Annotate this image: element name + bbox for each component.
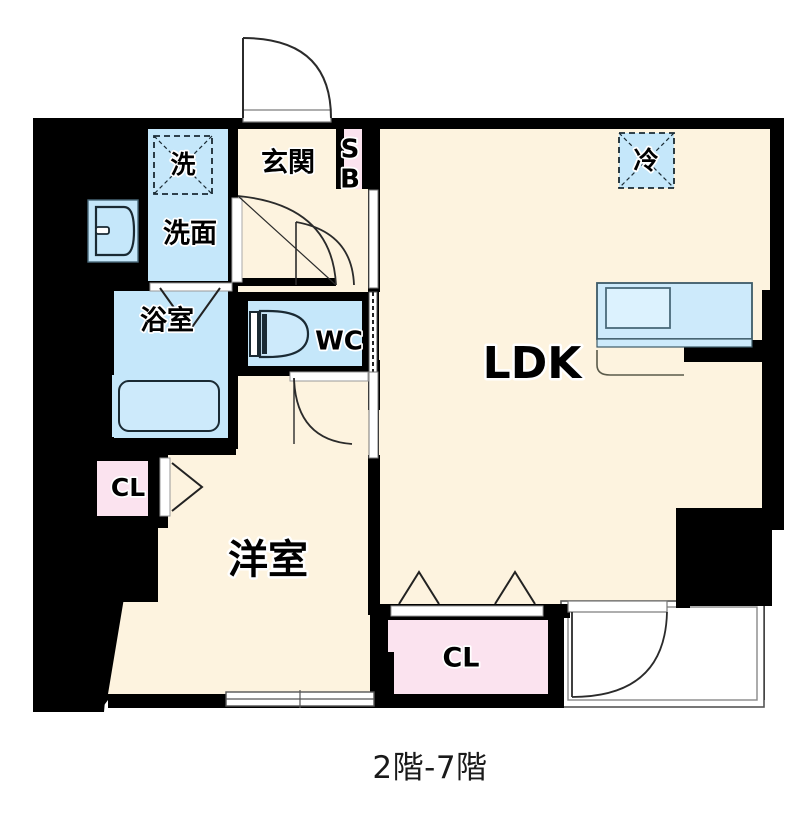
entrance-door[interactable] [242, 37, 332, 123]
room-label-bath: 浴室 [140, 305, 194, 337]
room-label-closet-left: CL [111, 473, 145, 502]
floor-range-caption: 2階-7階 [372, 750, 487, 786]
balcony-inner-outline [567, 606, 758, 701]
room-bedroom-floor-lower [108, 598, 155, 694]
room-ldk-kitchen-alcove [679, 185, 770, 295]
room-bedroom-floor [124, 455, 370, 694]
sink-basin [87, 199, 139, 263]
washing-machine-label: 洗 [170, 150, 195, 179]
room-label-closet-bottom: CL [442, 643, 479, 674]
room-label-genkan: 玄関 [261, 147, 315, 179]
refrigerator-label: 冷 [633, 146, 658, 175]
hall-door[interactable] [231, 195, 355, 286]
sliding-window[interactable] [225, 690, 375, 708]
room-label-shoebox-line1: S [341, 135, 360, 165]
wc-door[interactable] [289, 371, 369, 445]
washing-machine-marker: 洗 [153, 135, 213, 195]
room-label-ldk: LDK [483, 338, 584, 389]
room-label-bedroom: 洋室 [228, 537, 308, 583]
balcony-door[interactable] [567, 600, 668, 698]
closet-folding-door-bottom[interactable] [390, 570, 544, 617]
room-label-wc: WC [315, 327, 363, 357]
toilet-bowl [249, 309, 310, 359]
room-closet-bottom-floor [374, 620, 553, 694]
room-label-shoebox-line2: B [340, 165, 360, 195]
bathtub [112, 375, 226, 437]
refrigerator-marker: 冷 [618, 132, 675, 189]
room-ldk-floor [379, 127, 770, 612]
ldk-sliding-door[interactable] [368, 189, 379, 459]
closet-folding-door-left[interactable] [159, 457, 204, 517]
room-label-washbasin: 洗面 [163, 219, 217, 250]
room-genkan-floor [236, 127, 336, 285]
kitchen-counter-sink [596, 282, 753, 376]
bath-folding-door[interactable] [149, 282, 233, 332]
